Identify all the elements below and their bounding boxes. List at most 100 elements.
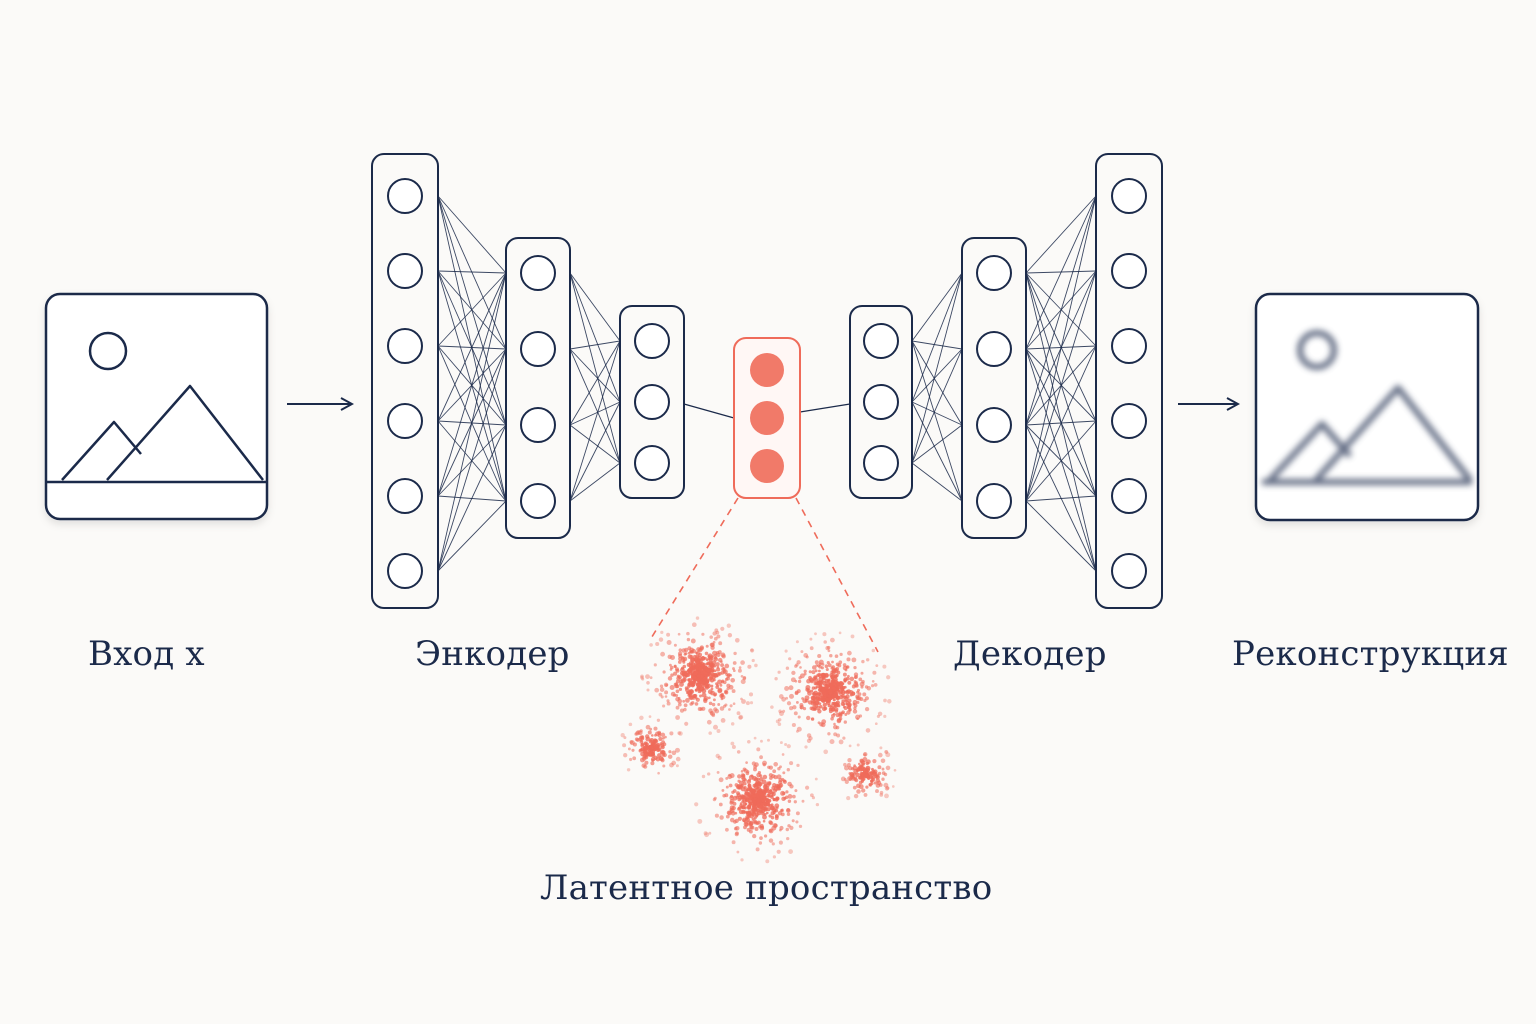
- neuron: [634, 323, 670, 359]
- neuron: [863, 384, 899, 420]
- decoder-layer: [1095, 153, 1163, 609]
- connection-edge: [569, 272, 621, 464]
- network-layers: [371, 153, 1163, 609]
- latent-cluster: [694, 736, 820, 864]
- latent-neuron: [750, 353, 784, 387]
- neuron: [976, 255, 1012, 291]
- connection-edge: [911, 340, 963, 350]
- layer-box: [505, 237, 571, 539]
- neuron: [634, 384, 670, 420]
- connection-edge: [569, 340, 621, 502]
- connection-edge: [569, 272, 621, 342]
- connection-edge: [1025, 195, 1097, 350]
- connection-edge: [1025, 345, 1097, 502]
- connection-edge: [569, 401, 621, 502]
- latent-cluster: [620, 715, 683, 775]
- neuron: [387, 553, 423, 589]
- neuron: [387, 253, 423, 289]
- connection-edge: [569, 424, 621, 464]
- connection-edge: [569, 272, 621, 403]
- decoder-label: Декодер: [953, 634, 1107, 674]
- neuron: [520, 407, 556, 443]
- network-connections: [437, 195, 1097, 572]
- connection-edge: [437, 272, 507, 497]
- latent-space-label: Латентное пространство: [540, 868, 993, 908]
- neuron: [863, 445, 899, 481]
- latent-projection-lines: [649, 497, 879, 653]
- input-image-icon: [44, 292, 269, 521]
- encoder-layer: [505, 237, 571, 539]
- connection-edge: [437, 272, 507, 347]
- layer-box: [1095, 153, 1163, 609]
- connection-edge: [911, 340, 963, 426]
- connection-edge: [1025, 420, 1097, 502]
- encoder-layer: [619, 305, 685, 499]
- neuron: [387, 403, 423, 439]
- connection-edge: [911, 272, 963, 342]
- connection-edge: [1025, 195, 1097, 274]
- connection-edge: [911, 272, 963, 403]
- latent-connection-line: [799, 403, 851, 413]
- decoder-layer: [961, 237, 1027, 539]
- neuron: [387, 178, 423, 214]
- connection-edge: [911, 272, 963, 464]
- connection-edge: [1025, 424, 1097, 572]
- latent-neuron: [750, 449, 784, 483]
- latent-neuron: [750, 401, 784, 435]
- connection-edge: [437, 500, 507, 572]
- connection-edge: [437, 195, 507, 274]
- layer-box: [371, 153, 439, 609]
- input-label: Вход x: [88, 634, 205, 674]
- neuron: [1111, 553, 1147, 589]
- neuron: [520, 255, 556, 291]
- connection-edge: [911, 401, 963, 426]
- connection-edge: [569, 348, 621, 464]
- neuron: [1111, 478, 1147, 514]
- neuron: [976, 331, 1012, 367]
- connection-edge: [911, 340, 963, 502]
- neuron: [387, 478, 423, 514]
- connection-edge: [1025, 270, 1097, 502]
- neuron: [1111, 253, 1147, 289]
- neuron: [1111, 328, 1147, 364]
- connection-edge: [911, 401, 963, 502]
- connection-edge: [911, 462, 963, 502]
- reconstruction-label: Реконструкция: [1232, 634, 1509, 674]
- connection-edge: [437, 424, 507, 572]
- connection-edge: [569, 401, 621, 426]
- encoder-label: Энкодер: [415, 634, 570, 674]
- connection-edge: [437, 348, 507, 572]
- latent-space-clusters: [620, 616, 897, 864]
- connection-edge: [437, 272, 507, 572]
- encoder-layer: [371, 153, 439, 609]
- connection-edge: [569, 462, 621, 502]
- connection-edge: [569, 340, 621, 426]
- connection-edge: [437, 270, 507, 274]
- connection-edge: [1025, 500, 1097, 572]
- latent-cluster: [640, 616, 758, 735]
- latent-cluster: [770, 631, 892, 755]
- connection-edge: [911, 424, 963, 464]
- connection-edge: [911, 348, 963, 464]
- connection-edge: [1025, 195, 1097, 502]
- connection-edge: [911, 348, 963, 403]
- neuron: [634, 445, 670, 481]
- connection-edge: [569, 348, 621, 403]
- neuron: [863, 323, 899, 359]
- decoder-layer: [849, 305, 913, 499]
- latent-layer: [733, 337, 801, 499]
- neuron: [520, 483, 556, 519]
- latent-connection-line: [683, 403, 735, 419]
- neuron: [520, 331, 556, 367]
- neuron: [976, 407, 1012, 443]
- connection-edge: [569, 340, 621, 350]
- connection-edge: [1025, 195, 1097, 426]
- neuron: [387, 328, 423, 364]
- neuron: [976, 483, 1012, 519]
- neuron: [1111, 403, 1147, 439]
- neuron: [1111, 178, 1147, 214]
- latent-cluster: [840, 746, 897, 801]
- layer-box: [961, 237, 1027, 539]
- connection-edge: [437, 272, 507, 422]
